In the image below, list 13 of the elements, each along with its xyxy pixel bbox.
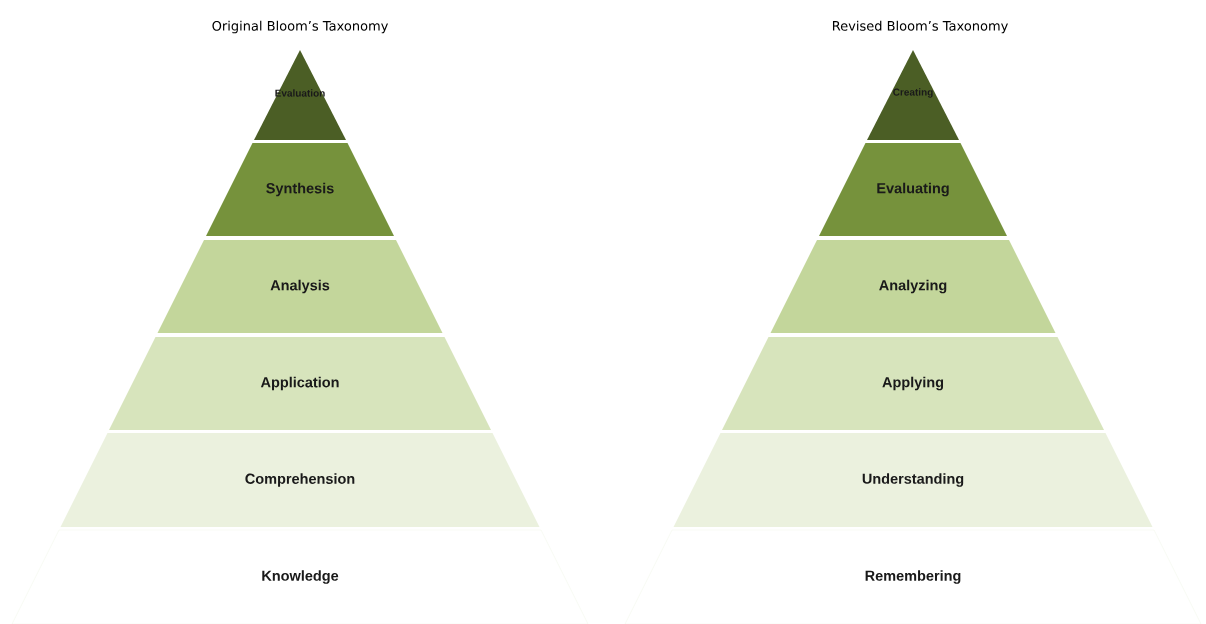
pyramid-layer: Evaluating [819,143,1007,236]
pyramid-layer: Analyzing [770,240,1056,333]
heading: Revised Bloom’s Taxonomy [833,20,1008,34]
heading: Original Bloom’s Taxonomy [212,20,388,34]
pyramid-layer: Application [109,337,491,430]
pyramid-layer: Analysis [157,240,443,333]
pyramid-layer: Applying [722,337,1104,430]
pyramid-layer: Comprehension [60,433,540,527]
pyramid-layer: Remembering [624,529,1202,624]
pyramid-apex: Creating [867,50,959,140]
pyramid-layer: Understanding [673,433,1153,527]
pyramid-layer: Knowledge [11,529,589,624]
pyramid-layer: Synthesis [206,143,394,236]
